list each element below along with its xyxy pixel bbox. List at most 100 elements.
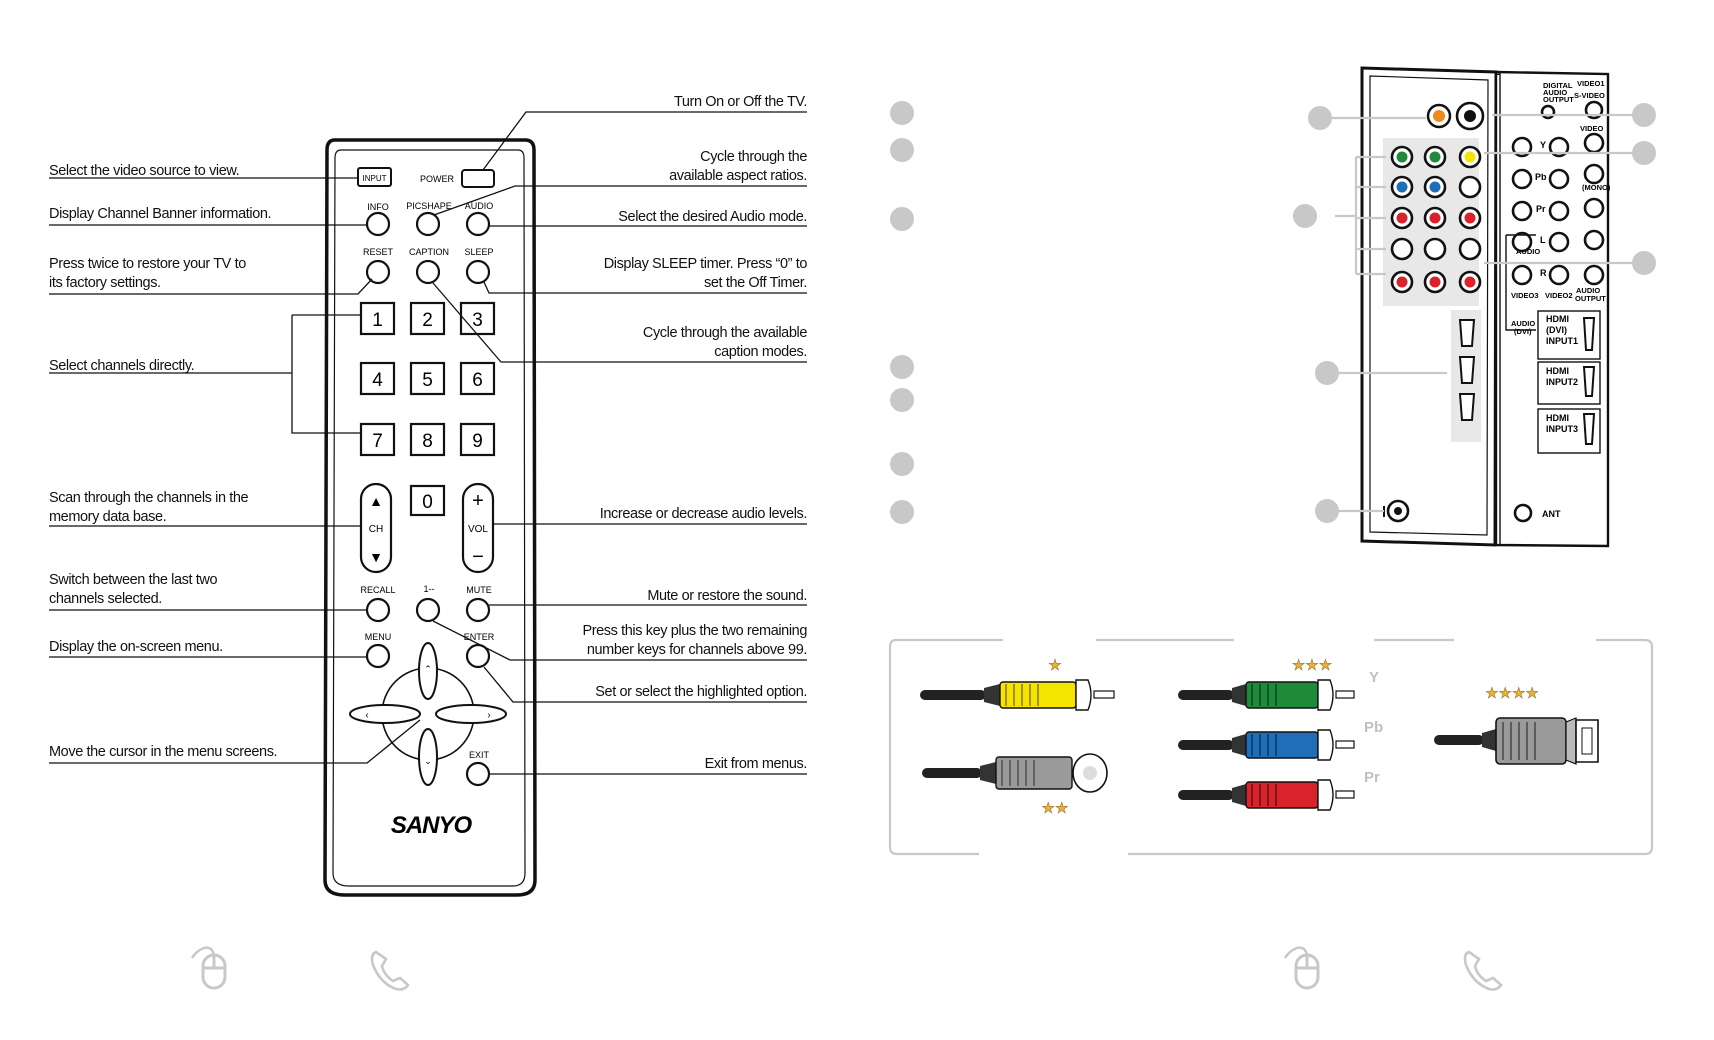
svideo-cable — [922, 753, 1108, 793]
hdmi1-label-2: (DVI) — [1546, 325, 1567, 335]
digit-6-button[interactable] — [459, 361, 496, 396]
digital-audio-label-3: OUTPUT — [1543, 95, 1574, 104]
info-button[interactable] — [365, 211, 391, 237]
composite-rating-stars: ★ — [1048, 657, 1061, 674]
enter-description: Set or select the highlighted option. — [595, 684, 807, 700]
enter-label: ENTER — [464, 632, 495, 642]
reset-label: RESET — [363, 247, 394, 257]
video1-label: VIDEO1 — [1577, 79, 1605, 88]
nav-left-button[interactable] — [349, 704, 421, 724]
side-panel-jacks — [1511, 100, 1605, 523]
audio-dvi-label-1: AUDIO — [1511, 319, 1535, 328]
vol-rocker-button[interactable] — [461, 482, 495, 574]
digit-5-label: 5 — [422, 370, 433, 391]
digit-4-button[interactable] — [359, 361, 396, 396]
digit-2-button[interactable] — [409, 301, 446, 336]
legend-marker — [890, 388, 914, 412]
reset-description-line1: Press twice to restore your TV to — [49, 256, 246, 272]
digit-0-button[interactable] — [409, 484, 446, 517]
callout-marker — [1308, 106, 1332, 130]
digit-7-label: 7 — [372, 431, 383, 452]
digit-3-label: 3 — [472, 310, 483, 331]
remote-control: INPUT POWER INFO PICSHAPE AUDIO RESET CA… — [323, 138, 537, 897]
caption-button[interactable] — [415, 259, 441, 285]
av-jack-grid — [1390, 145, 1482, 294]
caption-description-line1: Cycle through the available — [642, 325, 808, 341]
exit-description: Exit from menus. — [704, 756, 808, 772]
hdmi3-label-2: INPUT3 — [1546, 424, 1578, 434]
ch-description-line1: Scan through the channels in the — [49, 490, 249, 506]
dash-button[interactable] — [415, 597, 441, 623]
audio-dvi-label-2: (DVI) — [1514, 327, 1532, 336]
sleep-button[interactable] — [465, 259, 491, 285]
audio-button[interactable] — [465, 211, 491, 237]
footer-icons — [190, 946, 1503, 991]
vol-plus-icon: + — [472, 490, 484, 512]
svideo-label: S-VIDEO — [1574, 91, 1605, 100]
digit-6-label: 6 — [472, 370, 483, 391]
jack-row-green — [1390, 145, 1482, 169]
hdmi1-label-3: INPUT1 — [1546, 336, 1578, 346]
callout-marker — [1315, 361, 1339, 385]
jack-row-blue — [1390, 175, 1482, 199]
menu-label: MENU — [365, 632, 392, 642]
reset-button[interactable] — [365, 259, 391, 285]
cable-comparison-box: ★ ★★ — [888, 638, 1654, 856]
nav-up-icon: ⌃ — [424, 664, 432, 674]
y-label: Y — [1540, 140, 1546, 150]
component-pr-label: Pr — [1364, 769, 1380, 786]
hdmi3-label-1: HDMI — [1546, 413, 1569, 423]
dash-description-line2: number keys for channels above 99. — [586, 642, 808, 658]
menu-button[interactable] — [365, 643, 391, 669]
digit-7-button[interactable] — [359, 422, 396, 457]
vol-description: Increase or decrease audio levels. — [599, 506, 808, 522]
digit-1-label: 1 — [372, 310, 383, 331]
digit-8-button[interactable] — [409, 422, 446, 457]
mouse-icon — [1283, 946, 1320, 990]
hdmi2-label-2: INPUT2 — [1546, 377, 1578, 387]
digit-0-label: 0 — [422, 492, 433, 513]
sleep-label: SLEEP — [464, 247, 493, 257]
digital-audio-label-1: DIGITAL — [1543, 81, 1573, 90]
ant-label: ANT — [1542, 509, 1561, 519]
exit-button[interactable] — [465, 761, 491, 787]
recall-button[interactable] — [365, 597, 391, 623]
component-cable-pb — [1178, 729, 1355, 761]
digit-1-button[interactable] — [359, 301, 396, 336]
ch-up-icon: ▲ — [369, 493, 383, 509]
caption-description-line2: caption modes. — [714, 344, 807, 360]
digit-9-button[interactable] — [459, 422, 496, 457]
digit-3-button[interactable] — [459, 301, 496, 336]
jack-row-red — [1390, 206, 1482, 230]
hdmi-cable — [1434, 717, 1599, 765]
component-rating-stars: ★★★ — [1292, 657, 1332, 674]
digit-5-button[interactable] — [409, 361, 446, 396]
mono-label: (MONO) — [1582, 183, 1611, 192]
jack-row-white — [1390, 237, 1482, 261]
recall-label: RECALL — [360, 585, 395, 595]
picshape-button[interactable] — [415, 211, 441, 237]
enter-button[interactable] — [465, 643, 491, 669]
input-button[interactable] — [357, 167, 392, 187]
nav-down-icon: ⌄ — [424, 756, 432, 766]
nav-down-button[interactable] — [418, 728, 438, 786]
mute-label: MUTE — [466, 585, 492, 595]
callout-marker — [1315, 499, 1339, 523]
video3-label: VIDEO3 — [1511, 291, 1539, 300]
digit-8-label: 8 — [422, 431, 433, 452]
phone-icon — [1463, 950, 1503, 991]
ch-rocker-button[interactable] — [359, 482, 393, 574]
power-button[interactable] — [461, 169, 495, 188]
mute-button[interactable] — [465, 597, 491, 623]
mute-description: Mute or restore the sound. — [647, 588, 807, 604]
nav-up-button[interactable] — [418, 642, 438, 700]
audio-output-label-1: AUDIO — [1576, 286, 1600, 295]
pr-label: Pr — [1536, 204, 1546, 214]
audio-description: Select the desired Audio mode. — [618, 209, 807, 225]
nav-right-button[interactable] — [435, 704, 507, 724]
component-pb-label: Pb — [1364, 719, 1383, 736]
svideo-rating-stars: ★★ — [1042, 800, 1069, 817]
caption-label: CAPTION — [409, 247, 449, 257]
input-description: Select the video source to view. — [49, 163, 240, 179]
component-y-label: Y — [1369, 669, 1379, 686]
